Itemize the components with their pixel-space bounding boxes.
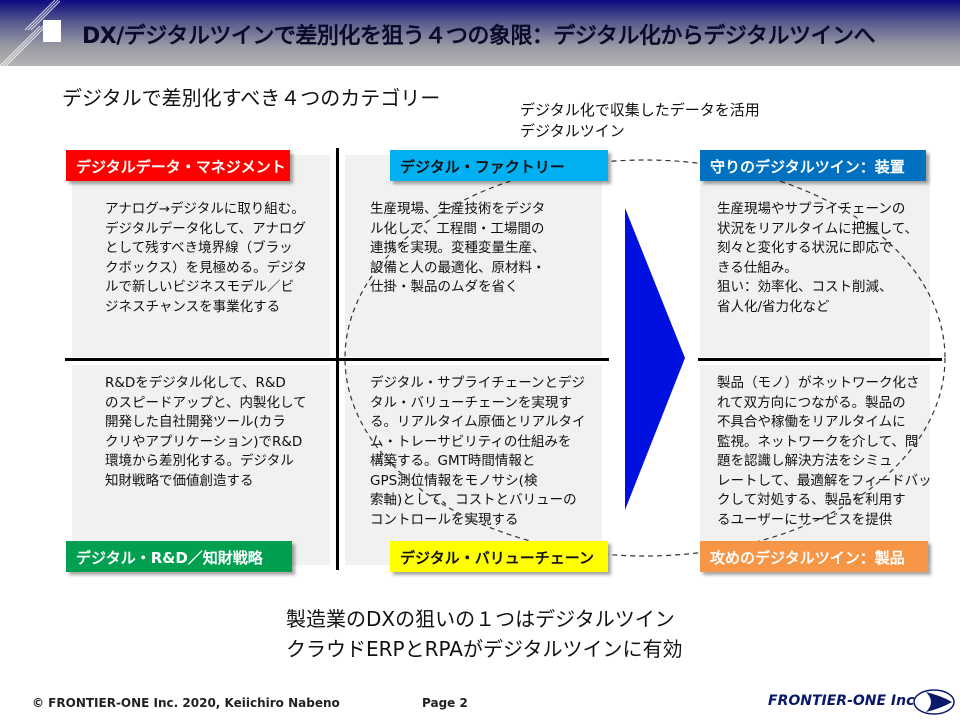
company-logo-icon [913,689,955,715]
quadrant-text-3: R&Dをデジタル化して、R&D のスピードアップと、内製化して 開発した自社開発… [105,375,307,489]
twin-divider [698,358,942,361]
twin-note: デジタル化で収集したデータを活用 デジタルツイン [520,100,760,142]
twin-panel-2 [700,365,930,562]
label-digital-rd: デジタル・R&D／知財戦略 [66,541,292,572]
label-offensive-twin: 攻めのデジタルツイン：製品 [700,541,928,572]
quadrant-text-2: 生産現場、生産技術をデジタ ル化して、工程間・工場間の 連携を実現。変種変量生産… [370,201,546,295]
label-defensive-twin: 守りのデジタルツイン：装置 [700,150,926,181]
quadrant-text-4: デジタル・サプライチェーンとデジ タル・バリューチェーンを実現す る。リアルタイ… [370,375,586,528]
quadrant-text-1: アナログ→デジタルに取り組む。 デジタルデータ化して、アナログ として残すべき境… [105,201,307,315]
title-bullet [43,20,61,42]
twin-text-2: 製品（モノ）がネットワーク化さ れて双方向につながる。製品の 不具合や稼働をリア… [717,375,932,528]
twin-text-1: 生産現場やサプライチェーンの 状況をリアルタイムに把握して、 刻々と変化する状況… [717,201,919,315]
conclusion: 製造業のDXの狙いの１つはデジタルツイン クラウドERPとRPAがデジタルツイン… [286,604,683,664]
footer-copyright: © FRONTIER-ONE Inc. 2020, Keiichiro Nabe… [32,696,340,710]
section-subtitle: デジタルで差別化すべき４つのカテゴリー [62,86,441,110]
twin-panel-1 [700,155,930,357]
quadrant-panel-3 [72,365,330,565]
label-digital-data-management: デジタルデータ・マネジメント [66,150,290,181]
quadrant-v-axis [336,148,339,570]
conclusion-line1: 製造業のDXの狙いの１つはデジタルツイン [286,607,675,631]
twin-note-line1: デジタル化で収集したデータを活用 [520,101,760,119]
page-title: DX/デジタルツインで差別化を狙う４つの象限：デジタル化からデジタルツインへ [82,24,875,49]
decorative-lines-icon [0,0,60,66]
footer-page: Page 2 [422,696,468,710]
arrow-right-icon [625,208,685,510]
label-digital-value-chain: デジタル・バリューチェーン [390,541,608,572]
quadrant-panel-1 [72,155,330,357]
company-logo-text: FRONTIER-ONE Inc. [768,693,920,709]
quadrant-panel-4 [345,365,602,565]
header-bar: DX/デジタルツインで差別化を狙う４つの象限：デジタル化からデジタルツインへ [0,0,960,66]
twin-note-line2: デジタルツイン [520,122,625,140]
conclusion-line2: クラウドERPとRPAがデジタルツインに有効 [286,637,683,661]
dashed-ellipse [344,159,946,557]
label-digital-factory: デジタル・ファクトリー [390,150,608,181]
